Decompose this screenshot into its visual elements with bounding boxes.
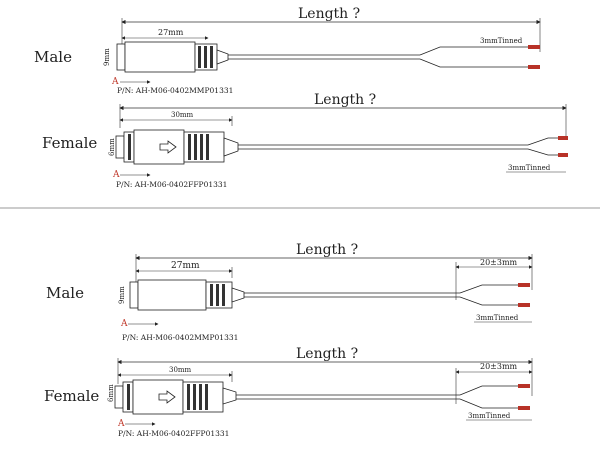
length-label: Length ?	[296, 346, 358, 362]
cable-male-top: Male Length ? 27mm 9mm 3mmTinned A P/N: …	[34, 6, 541, 95]
connector-barrel	[116, 43, 126, 71]
length-label: Length ?	[298, 6, 360, 22]
tinned-label: 3mmTinned	[508, 164, 551, 172]
pin-label: A	[112, 170, 120, 180]
cable-label: Female	[42, 134, 97, 152]
part-number: P/N: AH-M06-0402FFP01331	[118, 429, 229, 438]
strip-length-label: 20±3mm	[480, 258, 518, 267]
cable-female-top: Female Length ? 30mm 6mm 3mmTinned A P/N…	[42, 92, 568, 189]
connector-diameter-label: 9mm	[118, 286, 126, 304]
connector-diameter-label: 6mm	[107, 384, 115, 402]
part-number: P/N: AH-M06-0402MMP01331	[117, 86, 233, 95]
connector-length-label: 30mm	[169, 366, 192, 374]
part-number: P/N: AH-M06-0402FFP01331	[116, 180, 227, 189]
polarity-arrow-icon	[158, 390, 176, 404]
cable-label: Male	[34, 48, 72, 66]
strip-length-label: 20±3mm	[480, 362, 518, 371]
connector-length-label: 27mm	[171, 261, 200, 271]
cable-male-bottom: Male Length ? 27mm 20±3mm 9mm 3mmTinned …	[46, 242, 533, 342]
tinned-label: 3mmTinned	[476, 314, 519, 322]
connector-diameter-label: 6mm	[108, 138, 116, 156]
tinned-tip	[528, 45, 540, 49]
pin-label: A	[111, 77, 119, 87]
polarity-arrow-icon	[159, 140, 177, 154]
part-number: P/N: AH-M06-0402MMP01331	[122, 333, 238, 342]
pin-label: A	[120, 319, 128, 329]
connector-length-label: 30mm	[171, 111, 194, 119]
tinned-label: 3mmTinned	[480, 37, 523, 45]
connector-diameter-label: 9mm	[103, 48, 111, 66]
length-label: Length ?	[296, 242, 358, 258]
length-label: Length ?	[314, 92, 376, 108]
pin-label: A	[117, 419, 125, 429]
connector-length-label: 27mm	[158, 28, 184, 37]
cable-label: Female	[44, 387, 99, 405]
cable-female-bottom: Female Length ? 30mm 20±3mm 6mm 3mmTinne…	[44, 346, 533, 438]
tinned-label: 3mmTinned	[468, 412, 511, 420]
cable-label: Male	[46, 284, 84, 302]
